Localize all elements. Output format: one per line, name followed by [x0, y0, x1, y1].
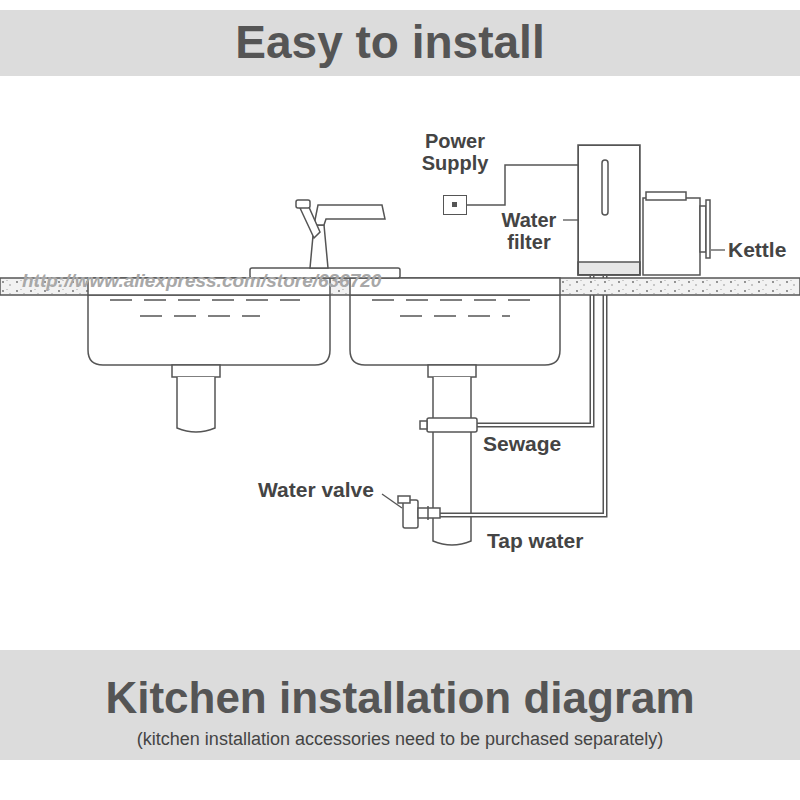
water-filter-body — [578, 145, 640, 275]
tap-water-pipe — [440, 276, 605, 515]
countertop — [350, 278, 560, 295]
kettle — [706, 200, 710, 258]
water-valve — [398, 496, 410, 503]
right-sink — [400, 315, 510, 317]
part-label: Tap water — [487, 529, 583, 553]
part-label: Sewage — [483, 432, 561, 456]
tap-water-pipe — [440, 276, 605, 515]
water-filter-body — [602, 160, 608, 215]
socket-dot — [452, 202, 457, 207]
power-supply-outline — [443, 195, 467, 215]
kettle — [643, 198, 700, 275]
sewage-pipe — [476, 276, 592, 425]
kettle — [646, 192, 686, 200]
leader-line — [382, 220, 725, 508]
watermark: http://www.aliexpress.com/store/636720 — [22, 269, 381, 293]
drain-pipe — [428, 365, 476, 377]
faucet — [300, 205, 320, 238]
title: Easy to install — [0, 15, 780, 69]
left-sink — [140, 315, 260, 317]
faucet — [296, 200, 310, 208]
pipe-clamp — [427, 418, 477, 432]
water-filter-body — [578, 262, 640, 275]
water-valve — [418, 508, 440, 518]
left-sink — [88, 292, 330, 365]
water-valve — [427, 506, 429, 520]
tap-water-pipe — [440, 276, 605, 515]
pipe-clamp — [420, 421, 427, 429]
part-label: Kettle — [728, 238, 786, 262]
right-sink — [350, 292, 560, 365]
node-label: Power Supply — [405, 130, 505, 174]
part-label: Water valve — [258, 478, 374, 502]
node-label: Water filter — [488, 209, 570, 253]
left-sink — [88, 292, 330, 365]
left-sink — [110, 299, 300, 301]
faucet — [250, 200, 400, 278]
right-sink — [372, 299, 540, 301]
water-valve — [398, 496, 440, 528]
leader-line — [382, 494, 402, 508]
sewage-pipe — [476, 276, 592, 425]
kettle — [643, 192, 710, 275]
water-valve — [403, 500, 418, 528]
leader-line — [711, 249, 725, 250]
water-filter-body — [578, 145, 640, 275]
drain-pipe — [177, 377, 215, 432]
water-filter: Water filter — [488, 145, 640, 275]
power-supply: Power Supply — [405, 130, 505, 218]
pipe-clamp — [420, 418, 477, 432]
right-sink — [350, 292, 560, 365]
note: (kitchen installation accessories need t… — [0, 728, 800, 750]
caption: Kitchen installation diagram — [0, 672, 800, 724]
sewage-pipe — [476, 276, 592, 425]
water-filter-outline — [578, 145, 640, 275]
faucet — [314, 205, 385, 225]
drain-pipe — [172, 365, 476, 545]
kettle — [700, 206, 706, 252]
drain-pipe — [172, 365, 220, 377]
drain-pipe — [433, 377, 471, 545]
leader-line — [563, 219, 578, 220]
